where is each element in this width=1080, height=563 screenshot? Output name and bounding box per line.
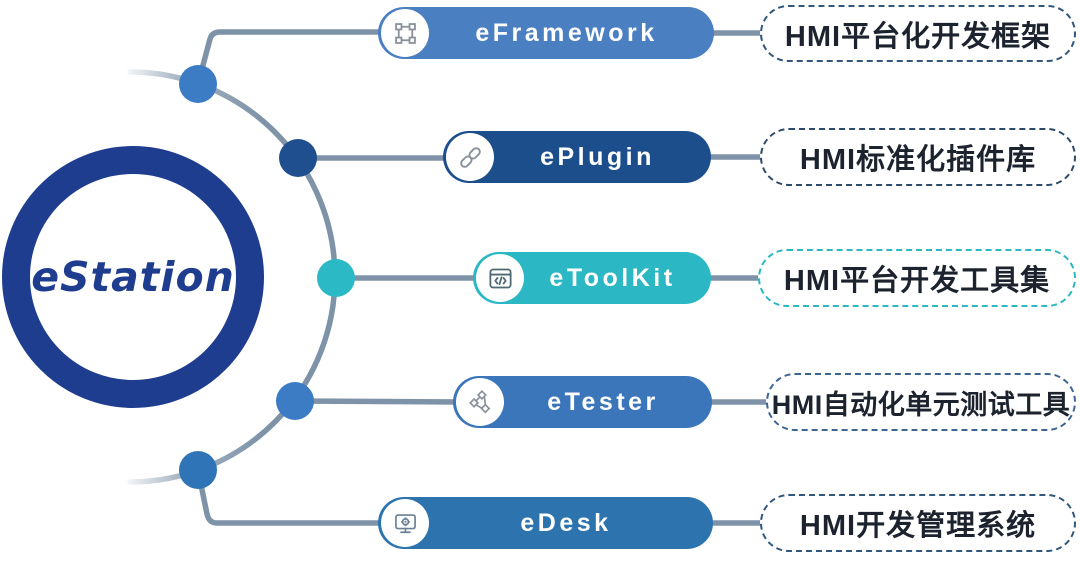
desc-box-edesk: HMI开发管理系统 bbox=[760, 494, 1076, 552]
branch-line-eframework bbox=[195, 29, 385, 87]
pill-etoolkit: eToolKit bbox=[473, 252, 711, 304]
desc-box-etester: HMI自动化单元测试工具 bbox=[766, 373, 1076, 431]
desc-label-etester: HMI自动化单元测试工具 bbox=[771, 389, 1071, 420]
desc-label-edesk: HMI开发管理系统 bbox=[799, 510, 1037, 542]
desc-box-eframework: HMI平台化开发框架 bbox=[760, 5, 1076, 62]
branch-line-edesk bbox=[195, 467, 385, 526]
desc-label-etoolkit: HMI平台开发工具集 bbox=[783, 265, 1051, 297]
desc-label-eplugin: HMI标准化插件库 bbox=[799, 144, 1037, 176]
pill-label-eframework: eFramework bbox=[475, 18, 658, 47]
monitor-gear-icon bbox=[381, 499, 429, 547]
node-dot-eplugin bbox=[279, 139, 317, 177]
pill-etester: eTester bbox=[453, 376, 712, 428]
pill-edesk: eDesk bbox=[378, 497, 713, 549]
desc-label-eframework: HMI平台化开发框架 bbox=[784, 20, 1052, 53]
node-dot-eframework bbox=[179, 65, 217, 103]
pill-label-eplugin: ePlugin bbox=[540, 142, 655, 171]
pill-eplugin: ePlugin bbox=[443, 131, 711, 183]
desc-box-eplugin: HMI标准化插件库 bbox=[760, 128, 1076, 186]
pill-label-edesk: eDesk bbox=[520, 508, 612, 537]
hub-title: eStation bbox=[31, 253, 235, 301]
code-window-icon bbox=[476, 254, 524, 302]
nodes-icon bbox=[456, 378, 504, 426]
node-dot-etester bbox=[276, 382, 314, 420]
pill-label-etoolkit: eToolKit bbox=[549, 263, 676, 292]
chain-link-icon bbox=[446, 133, 494, 181]
frame-select-icon bbox=[381, 9, 429, 57]
node-dot-edesk bbox=[179, 451, 217, 489]
pill-label-etester: eTester bbox=[547, 387, 659, 416]
branch-line-etester bbox=[292, 398, 463, 405]
estation-hub: eStation bbox=[2, 146, 264, 408]
pill-eframework: eFramework bbox=[378, 7, 714, 59]
desc-box-etoolkit: HMI平台开发工具集 bbox=[758, 249, 1076, 307]
node-dot-etoolkit bbox=[317, 259, 355, 297]
